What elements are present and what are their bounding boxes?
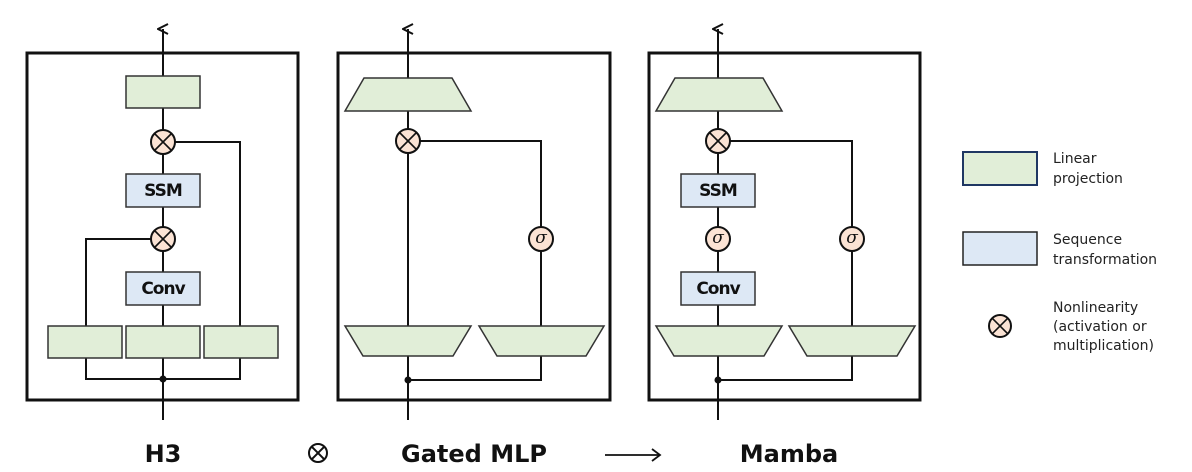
mamba-gate-branch [730,140,853,326]
h3-linear-projection-center [125,325,201,359]
legend: Linear projection Sequence transformatio… [962,151,1157,354]
h3-conv-block [125,271,201,306]
h3-split-dot [159,375,167,383]
h3-linear-projection-right [203,325,279,359]
combine-operator-icon [308,443,328,463]
gated-mlp-gate-branch [420,140,542,326]
gated-mlp-multiply-icon [395,128,421,154]
gated-mlp-up-projection-gate [477,325,606,357]
gated-mlp-frame [336,51,612,402]
gated-mlp-sigma-label: σ [535,228,547,248]
h3-title: H3 [145,440,182,468]
h3-left-branch [85,238,151,326]
gated-mlp-title: Gated MLP [401,440,547,468]
h3-right-branch [175,141,241,326]
mamba-down-projection [654,77,784,112]
legend-item-sequence-transformation: Sequence transformation [962,231,1157,268]
mamba-sigma-icon-main [705,226,731,252]
h3-conv-label: Conv [141,279,185,299]
mamba-sigma-label-main: σ [712,228,724,248]
mamba-up-projection-gate [787,325,917,357]
legend-swatch-sequence [962,231,1038,266]
gated-mlp-down-projection [343,77,473,112]
mamba-multiply-icon [705,128,731,154]
mamba-ssm-label: SSM [699,181,737,201]
legend-multiply-icon [988,314,1012,338]
legend-label-linear-line1: Linear [1053,151,1097,167]
mamba-title: Mamba [740,440,838,468]
mamba-up-projection-main [654,325,784,357]
mamba-ssm-block [680,173,756,208]
legend-label-sequence-line1: Sequence [1053,232,1122,248]
gated-mlp-input-split [408,356,542,381]
h3-output-projection [125,75,201,109]
gated-mlp-sigma-icon [528,226,554,252]
mamba-input-split [718,356,853,381]
h3-ssm-block [125,173,201,208]
legend-label-linear-line2: projection [1053,171,1123,187]
legend-label-nonlinearity-line3: multiplication) [1053,338,1154,354]
legend-item-nonlinearity: Nonlinearity (activation or multiplicati… [988,300,1154,354]
legend-label-nonlinearity-line1: Nonlinearity [1053,300,1138,316]
mamba-sigma-icon-gate [839,226,865,252]
gated-mlp-up-projection-main [343,325,473,357]
mamba-frame [647,51,922,402]
h3-linear-projection-left [47,325,123,359]
arrow-operator-icon [605,448,662,462]
mamba-conv-label: Conv [696,279,740,299]
gated-mlp-panel: σ Gated MLP [336,29,612,468]
gated-mlp-split-dot [404,376,412,384]
h3-panel: Conv SSM H3 [25,29,300,468]
legend-label-nonlinearity-line2: (activation or [1053,319,1147,335]
h3-multiply-icon-upper [150,129,176,155]
legend-label-sequence-line2: transformation [1053,252,1157,268]
legend-swatch-linear [962,151,1038,186]
legend-item-linear-projection: Linear projection [962,151,1123,187]
mamba-sigma-label-gate: σ [846,228,858,248]
mamba-split-dot [714,376,722,384]
h3-multiply-icon-lower [150,226,176,252]
mamba-panel: Conv σ σ SSM Mamba [647,29,922,468]
mamba-conv-block [680,271,756,306]
h3-ssm-label: SSM [144,181,182,201]
